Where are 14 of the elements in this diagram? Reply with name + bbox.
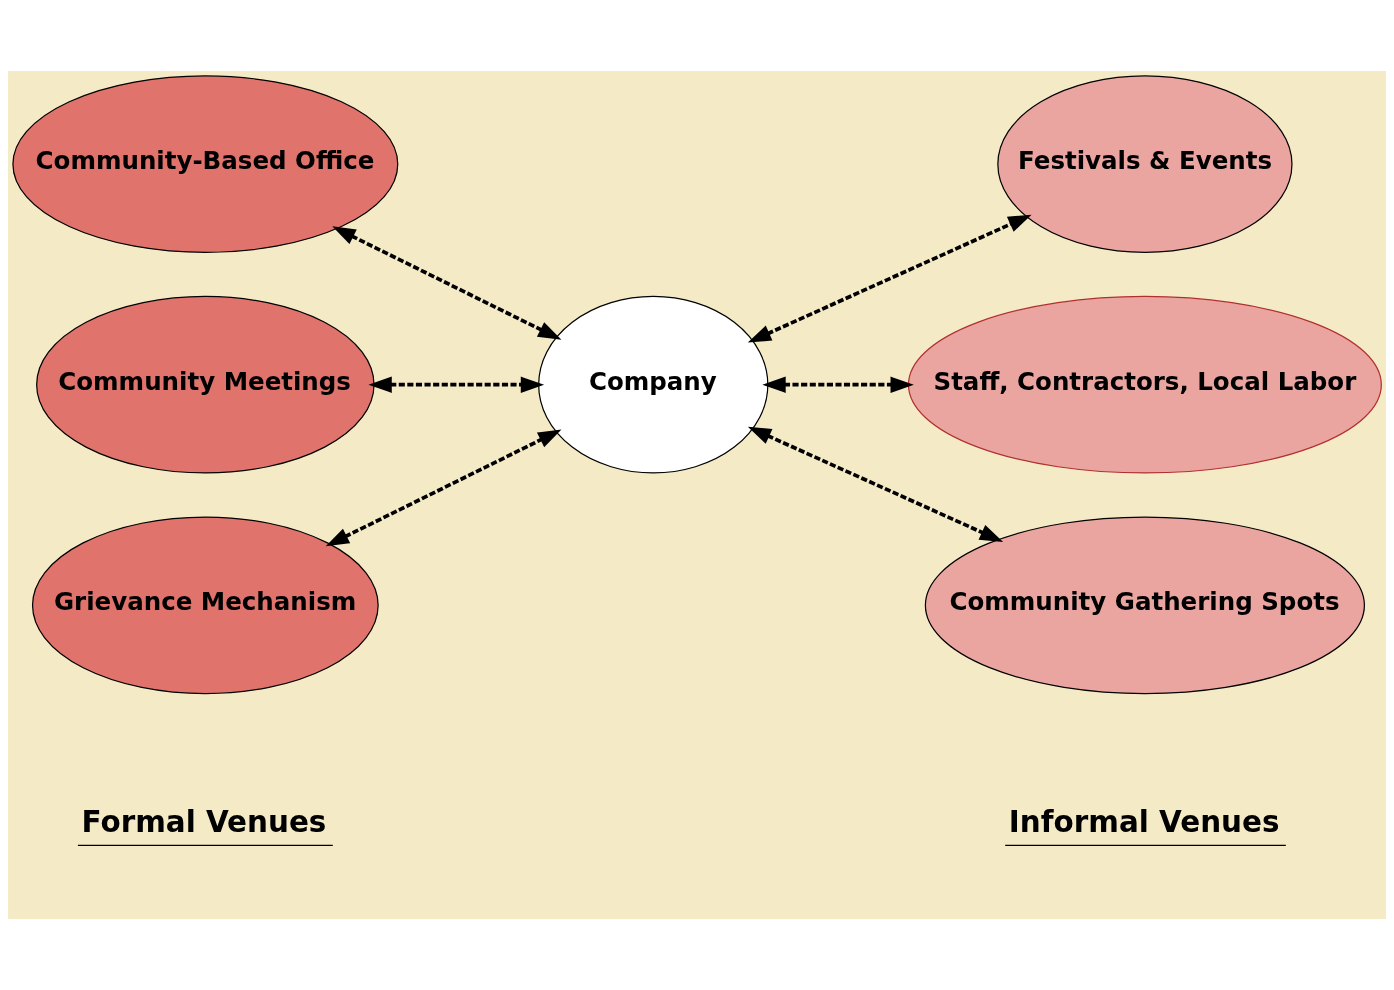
node-ellipse: Community Meetings [36,295,375,474]
label: Formal Venues [81,805,327,840]
node-ellipse: Community Gathering Spots [924,516,1366,695]
node-ellipse: Staff, Contractors, Local Labor [907,295,1382,474]
arrow [762,376,914,393]
label: Informal Venues [1008,805,1280,840]
arrow [332,226,562,340]
arrow [368,376,545,393]
arrow [747,214,1032,343]
node-ellipse: Grievance Mechanism [31,516,379,695]
arrow [747,426,1004,542]
node-ellipse: Festivals & Events [997,75,1293,253]
node-ellipse: Community-Based Office [12,75,399,253]
arrow [325,429,562,547]
